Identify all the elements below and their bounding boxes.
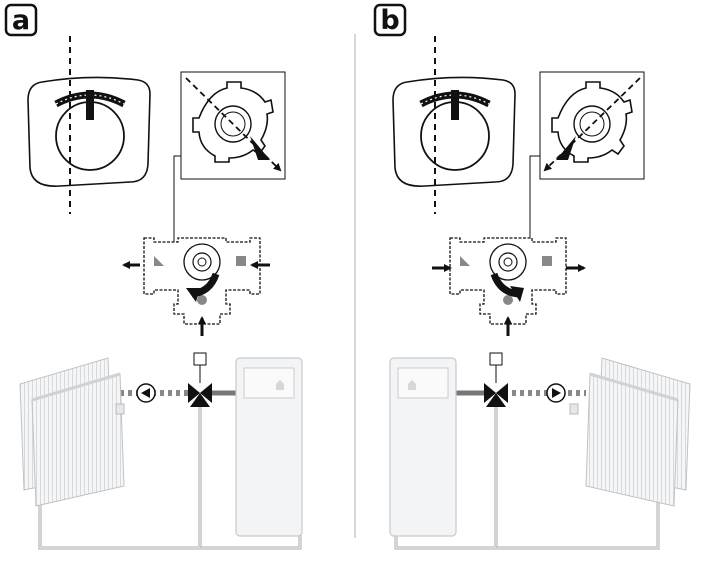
panel-b-label: b [380,5,399,36]
panel-a-leader-line [173,155,181,248]
panel-a-radiator [18,356,126,508]
panel-b-badge: b [373,3,407,37]
panel-b-radiator-valve [569,403,579,415]
panel-b-radiator [584,356,692,508]
panel-a-mixing-valve [187,352,213,408]
panel-b: b [373,3,692,550]
panel-b-mixing-valve [483,352,509,408]
panel-b-leader-line [529,155,540,248]
panel-b-actuator [393,77,515,186]
panel-b-valve-section [449,237,567,325]
panel-a-disc-detail [180,71,286,180]
panel-a-badge: a [4,3,38,37]
panel-b-boiler [389,357,457,537]
panel-a-actuator [28,77,150,186]
panel-a-boiler [235,357,303,537]
panel-a: a [4,3,303,550]
panel-a-pump [136,383,156,403]
panel-a-label: a [12,5,30,36]
panel-a-radiator-valve [115,403,125,415]
panel-b-disc-detail [539,71,645,180]
panel-a-valve-section [143,237,261,325]
panel-b-pump [546,383,566,403]
